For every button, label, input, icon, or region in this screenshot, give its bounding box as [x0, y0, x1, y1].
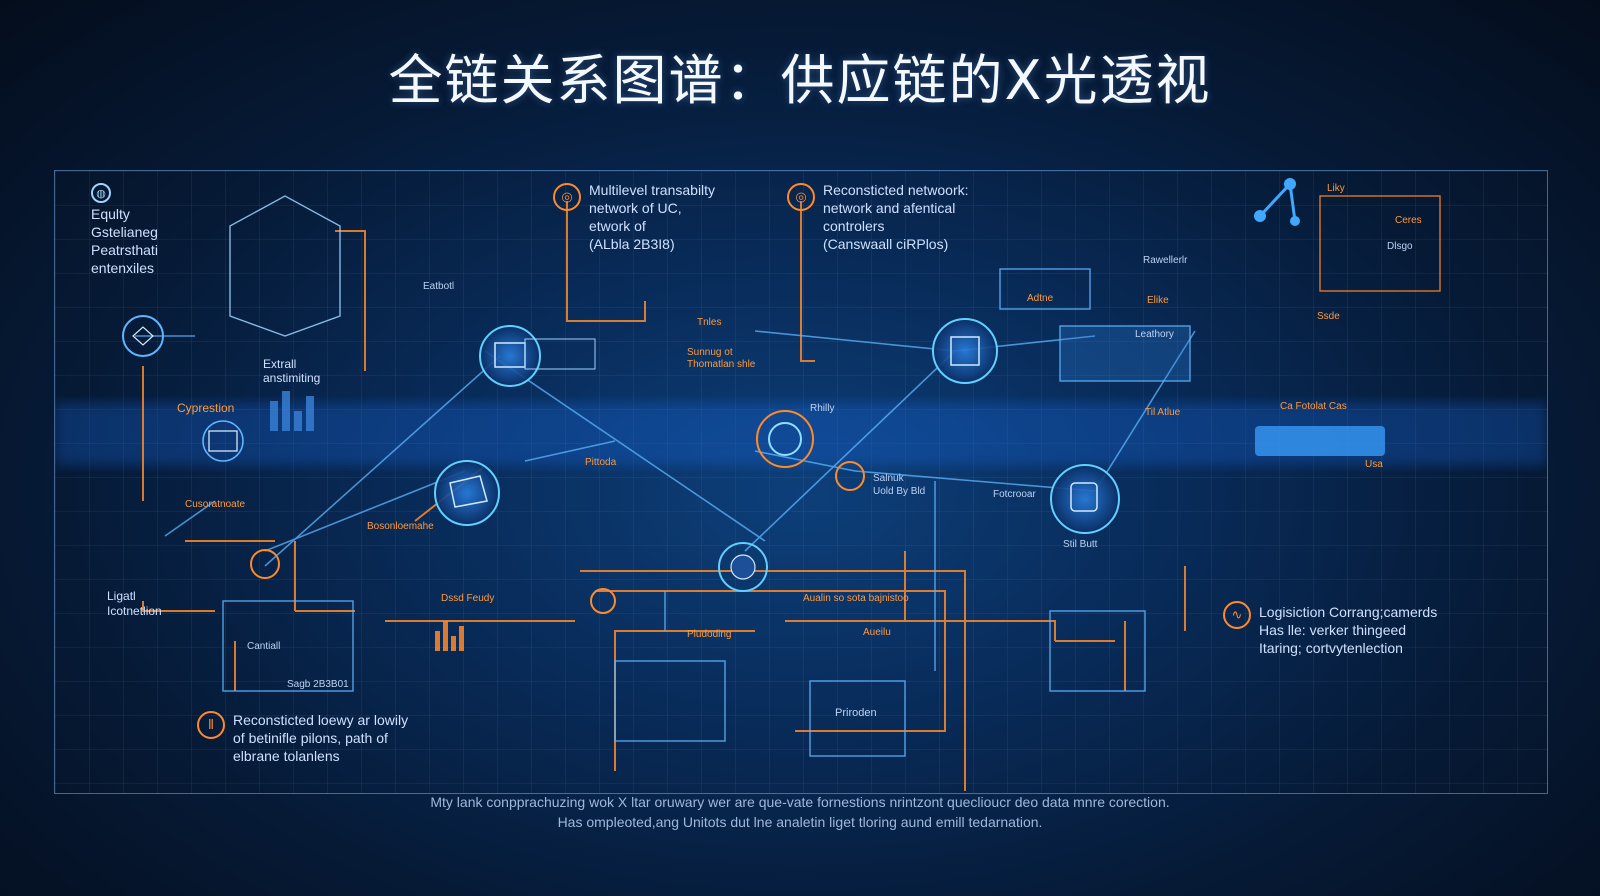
micro-label: Rawellerlr — [1143, 255, 1188, 266]
annotation-line: Logisiction Corrang;camerds — [1259, 604, 1438, 620]
network-diagram-frame: ◍ Equlty Gstelianeg Peatrsthati entenxil… — [54, 170, 1548, 794]
annotation-line: Reconsticted netwoork: — [823, 182, 969, 198]
annotation-ligatl: Ligatl Icotnetlion — [107, 589, 162, 619]
annotation-line: Gstelianeg — [91, 224, 158, 240]
annotation-line: anstimiting — [263, 371, 321, 385]
page-title: 全链关系图谱：供应链的X光透视 — [388, 49, 1212, 112]
annotation-line: Cyprestion — [177, 401, 235, 415]
node-bottom-center — [718, 542, 768, 592]
annotation-line: Extrall — [263, 357, 297, 371]
micro-label: Sunnug ot — [687, 347, 733, 358]
orange-flows — [142, 201, 1186, 791]
node-left-box — [434, 460, 500, 526]
annotation-line: entenxiles — [91, 260, 155, 276]
annotation-line: (Canswaall ciRPlos) — [823, 236, 949, 252]
node-small-left2 — [590, 588, 616, 614]
node-envelope — [202, 420, 244, 462]
target-icon: ◎ — [787, 183, 815, 211]
bars-glyph — [270, 391, 314, 431]
micro-label: Tnles — [697, 317, 722, 328]
micro-label: Aualin so sota bajnistoo — [803, 593, 909, 604]
node-small-left — [122, 315, 164, 357]
annotation-line: controlers — [823, 218, 885, 234]
box-top-right — [1319, 195, 1441, 292]
micro-label: Leathory — [1135, 329, 1174, 340]
annotation-line: Reconsticted loewy ar lowily — [233, 712, 409, 728]
right-beam-terminal — [1255, 426, 1385, 456]
footer-line-2: Has ompleoted,ang Unitots dut lne analet… — [557, 814, 1043, 830]
micro-label: Salnuk — [873, 473, 904, 484]
micro-label: Stil Butt — [1063, 539, 1098, 550]
bars-icon: ⦀ — [197, 711, 225, 739]
micro-label: Bosonloemahe — [367, 521, 434, 532]
annotation-cypression: Cyprestion — [177, 399, 234, 417]
micro-label: Rhilly — [810, 403, 835, 414]
annotation-line: etwork of — [589, 218, 646, 234]
micro-label: Aueilu — [863, 627, 891, 638]
micro-label: Ca Fotolat Cas — [1280, 401, 1347, 412]
micro-label: Ceres — [1395, 215, 1422, 226]
micro-label: Pludoding — [687, 629, 732, 640]
pulse-icon: ∿ — [1223, 601, 1251, 629]
annotation-equity: Equlty Gstelianeg Peatrsthati entenxiles — [91, 205, 158, 277]
micro-label: Elike — [1147, 295, 1169, 306]
annotation-line: Icotnetlion — [107, 604, 162, 618]
box-priroden — [809, 680, 906, 757]
bars-glyph-orange — [435, 621, 464, 651]
micro-label: Ssde — [1317, 311, 1340, 322]
node-center-gear — [756, 410, 814, 468]
footer-line-1: Mty lank conpprachuzing wok X ltar oruwa… — [430, 794, 1170, 810]
annotation-line: Equlty — [91, 206, 130, 222]
annotation-line: Itaring; cortvytenlection — [1259, 640, 1403, 656]
node-small-right — [835, 461, 865, 491]
annotation-extrall: Extrall anstimiting — [263, 357, 320, 385]
box-cantiall — [222, 600, 354, 692]
annotation-line: network of UC, — [589, 200, 682, 216]
micro-label: Dlsgo — [1387, 241, 1413, 252]
annotation-line: (ALbla 2B3I8) — [589, 236, 675, 252]
micro-label: Sagb 2B3B01 — [287, 679, 349, 690]
micro-label: Liky — [1327, 183, 1345, 194]
micro-label: Adtne — [1027, 293, 1054, 304]
globe-icon: ◍ — [91, 183, 111, 203]
share-glyph — [1254, 178, 1300, 226]
micro-label: Eatbotl — [423, 281, 455, 292]
annotation-line: network and afentical — [823, 200, 956, 216]
annotation-multilevel: Multilevel transabilty network of UC, et… — [589, 181, 715, 253]
node-top-center-gear — [932, 318, 998, 384]
main-beam — [55, 400, 1547, 470]
hex-panel — [229, 195, 341, 337]
panels — [222, 195, 1441, 757]
annotation-line: Peatrsthati — [91, 242, 158, 258]
micro-label: Cantiall — [247, 641, 281, 652]
annotation-line: Multilevel transabilty — [589, 182, 716, 198]
micro-label: Fotcrooar — [993, 489, 1036, 500]
annotation-reconstructed-lowly: Reconsticted loewy ar lowily of betinifl… — [233, 711, 408, 765]
micro-label: Cusoratnoate — [185, 499, 246, 510]
box-equipment — [1059, 325, 1191, 382]
box-bottom-left — [614, 660, 726, 742]
node-top-left-monitor — [479, 325, 596, 387]
target-icon: ◎ — [553, 183, 581, 211]
micro-label: Thomatlan shle — [687, 359, 756, 370]
node-small-mid — [250, 549, 280, 579]
hub-nodes — [122, 315, 1120, 614]
node-right-gear — [1050, 464, 1120, 534]
box-right-bottom — [1049, 610, 1146, 692]
annotation-logistics: Logisiction Corrang;camerds Has lle: ver… — [1259, 603, 1437, 657]
micro-label: Uold By Bld — [873, 486, 926, 497]
network-diagram — [55, 178, 1547, 791]
micro-label: Pittoda — [585, 457, 617, 468]
annotation-line: Ligatl — [107, 589, 136, 603]
micro-label: Dssd Feudy — [441, 593, 495, 604]
annotation-line: elbrane tolanlens — [233, 748, 340, 764]
micro-label: Priroden — [835, 707, 877, 719]
annotation-line: of betinifle pilons, path of — [233, 730, 388, 746]
micro-label: Usa — [1365, 459, 1383, 470]
annotation-reconstructed-network: Reconsticted netwoork: network and afent… — [823, 181, 969, 253]
annotation-line: Has lle: verker thingeed — [1259, 622, 1407, 638]
micro-label: Til Atlue — [1145, 407, 1181, 418]
box-top-right-mid — [999, 268, 1091, 310]
